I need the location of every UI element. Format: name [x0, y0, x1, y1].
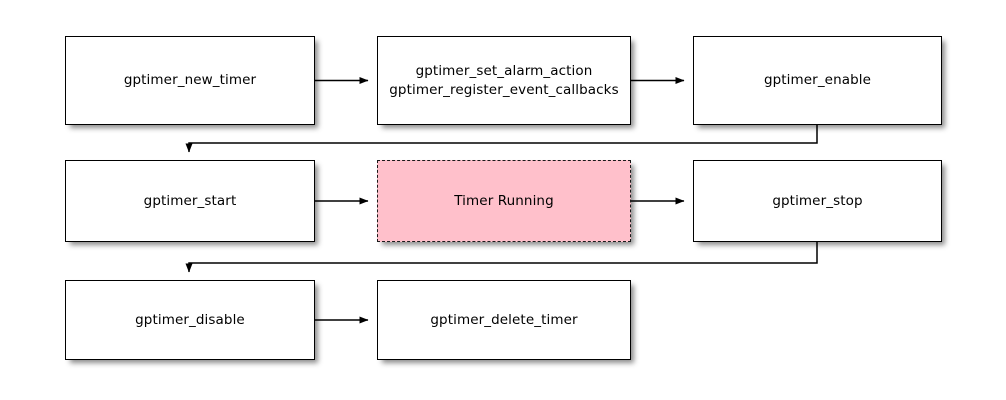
node-gptimer-disable[interactable]: gptimer_disable	[65, 280, 315, 360]
node-gptimer-start[interactable]: gptimer_start	[65, 160, 315, 242]
node-label: gptimer_new_timer	[123, 72, 257, 88]
node-timer-running[interactable]: Timer Running	[377, 160, 631, 242]
node-label: Timer Running	[454, 192, 554, 209]
node-label: gptimer_start	[143, 192, 237, 209]
node-label: gptimer_set_alarm_action gptimer_registe…	[389, 62, 619, 98]
node-gptimer-configure[interactable]: gptimer_set_alarm_action gptimer_registe…	[377, 36, 631, 125]
node-gptimer-stop[interactable]: gptimer_stop	[693, 160, 942, 242]
edge-enable-to-start	[185, 125, 818, 153]
node-gptimer-new-timer[interactable]: gptimer_new_timer	[65, 36, 315, 125]
node-label: gptimer_delete_timer	[430, 311, 578, 328]
node-label: gptimer_disable	[135, 311, 245, 328]
node-label: gptimer_stop	[772, 192, 863, 209]
node-gptimer-enable[interactable]: gptimer_enable	[693, 36, 942, 125]
edge-stop-to-disable	[185, 242, 818, 273]
node-gptimer-delete-timer[interactable]: gptimer_delete_timer	[377, 280, 631, 360]
node-label: gptimer_enable	[763, 72, 872, 88]
